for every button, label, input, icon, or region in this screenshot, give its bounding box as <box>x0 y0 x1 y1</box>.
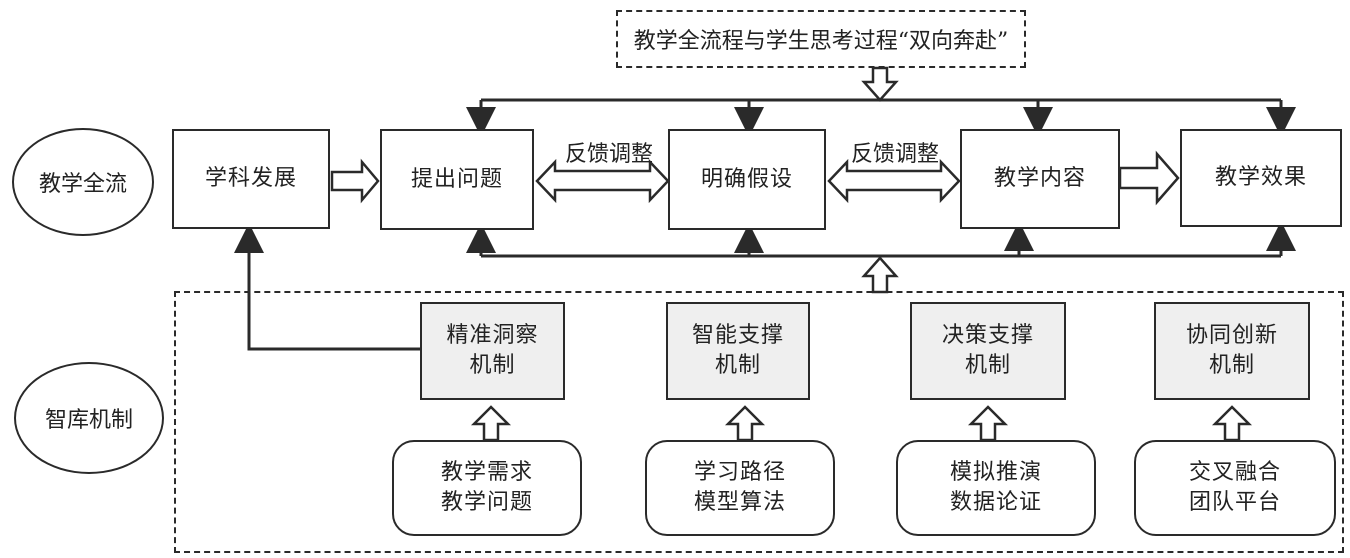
top-banner-text: 教学全流程与学生思考过程“双向奔赴” <box>633 29 1009 54</box>
source-line2: 教学问题 <box>440 490 533 515</box>
flow-box-label: 提出问题 <box>410 166 503 192</box>
source-up-arrow-3 <box>967 405 1009 442</box>
insight-to-discipline-line <box>247 240 420 351</box>
mechanism-line2: 机制 <box>964 353 1011 378</box>
flow-box-label: 明确假设 <box>700 166 793 192</box>
flow-box-discipline: 学科发展 <box>172 129 330 229</box>
mechanism-line2: 机制 <box>714 353 761 378</box>
flow-box-question: 提出问题 <box>380 129 534 230</box>
mechanism-line1: 协同创新 <box>1185 323 1278 348</box>
mechanism-line2: 机制 <box>1208 353 1255 378</box>
flow-box-hypothesis: 明确假设 <box>668 129 826 230</box>
mechanism-line2: 机制 <box>469 353 516 378</box>
source-simulation: 模拟推演 数据论证 <box>896 440 1096 536</box>
mechanism-decision: 决策支撑 机制 <box>910 302 1066 400</box>
think-tank-zone <box>174 291 1344 553</box>
mechanism-line1: 精准洞察 <box>446 323 539 348</box>
feedback-double-arrow-2 <box>827 158 961 204</box>
row-label-teaching-flow: 教学全流 <box>12 128 154 236</box>
feedback-label-2: 反馈调整 <box>851 142 940 167</box>
mechanism-intelligent: 智能支撑 机制 <box>666 302 810 400</box>
source-line1: 交叉融合 <box>1188 460 1281 485</box>
source-up-arrow-2 <box>724 405 766 442</box>
row-label-teaching-flow-text: 教学全流 <box>38 172 127 197</box>
source-cross-fusion: 交叉融合 团队平台 <box>1134 440 1336 536</box>
row-label-think-tank-text: 智库机制 <box>44 408 133 433</box>
mechanism-line1: 决策支撑 <box>941 323 1034 348</box>
source-line2: 数据论证 <box>949 490 1042 515</box>
source-learning-path: 学习路径 模型算法 <box>645 440 835 536</box>
mechanism-insight: 精准洞察 机制 <box>420 302 565 400</box>
mechanism-innovation: 协同创新 机制 <box>1154 302 1310 400</box>
mechanism-line1: 智能支撑 <box>691 323 784 348</box>
source-line1: 模拟推演 <box>949 460 1042 485</box>
flow-box-effect: 教学效果 <box>1180 129 1342 227</box>
zone-up-arrow <box>861 256 899 294</box>
source-line2: 团队平台 <box>1188 490 1281 515</box>
flow-box-label: 教学内容 <box>993 166 1086 191</box>
source-up-arrow-4 <box>1211 405 1253 442</box>
flow-box-label: 教学效果 <box>1214 165 1307 190</box>
row-label-think-tank: 智库机制 <box>14 362 164 474</box>
source-teaching-needs: 教学需求 教学问题 <box>392 440 582 536</box>
source-line2: 模型算法 <box>693 490 786 515</box>
source-up-arrow-1 <box>470 405 512 442</box>
flow-box-content: 教学内容 <box>960 129 1120 229</box>
banner-down-arrow <box>861 66 899 102</box>
source-line1: 教学需求 <box>440 460 533 485</box>
content-to-effect-arrow <box>1118 150 1180 206</box>
source-line1: 学习路径 <box>693 460 786 485</box>
top-banner: 教学全流程与学生思考过程“双向奔赴” <box>616 10 1026 68</box>
flow-box-label: 学科发展 <box>204 166 297 191</box>
feedback-label-1: 反馈调整 <box>565 142 654 167</box>
discipline-to-question-arrow <box>330 158 380 204</box>
